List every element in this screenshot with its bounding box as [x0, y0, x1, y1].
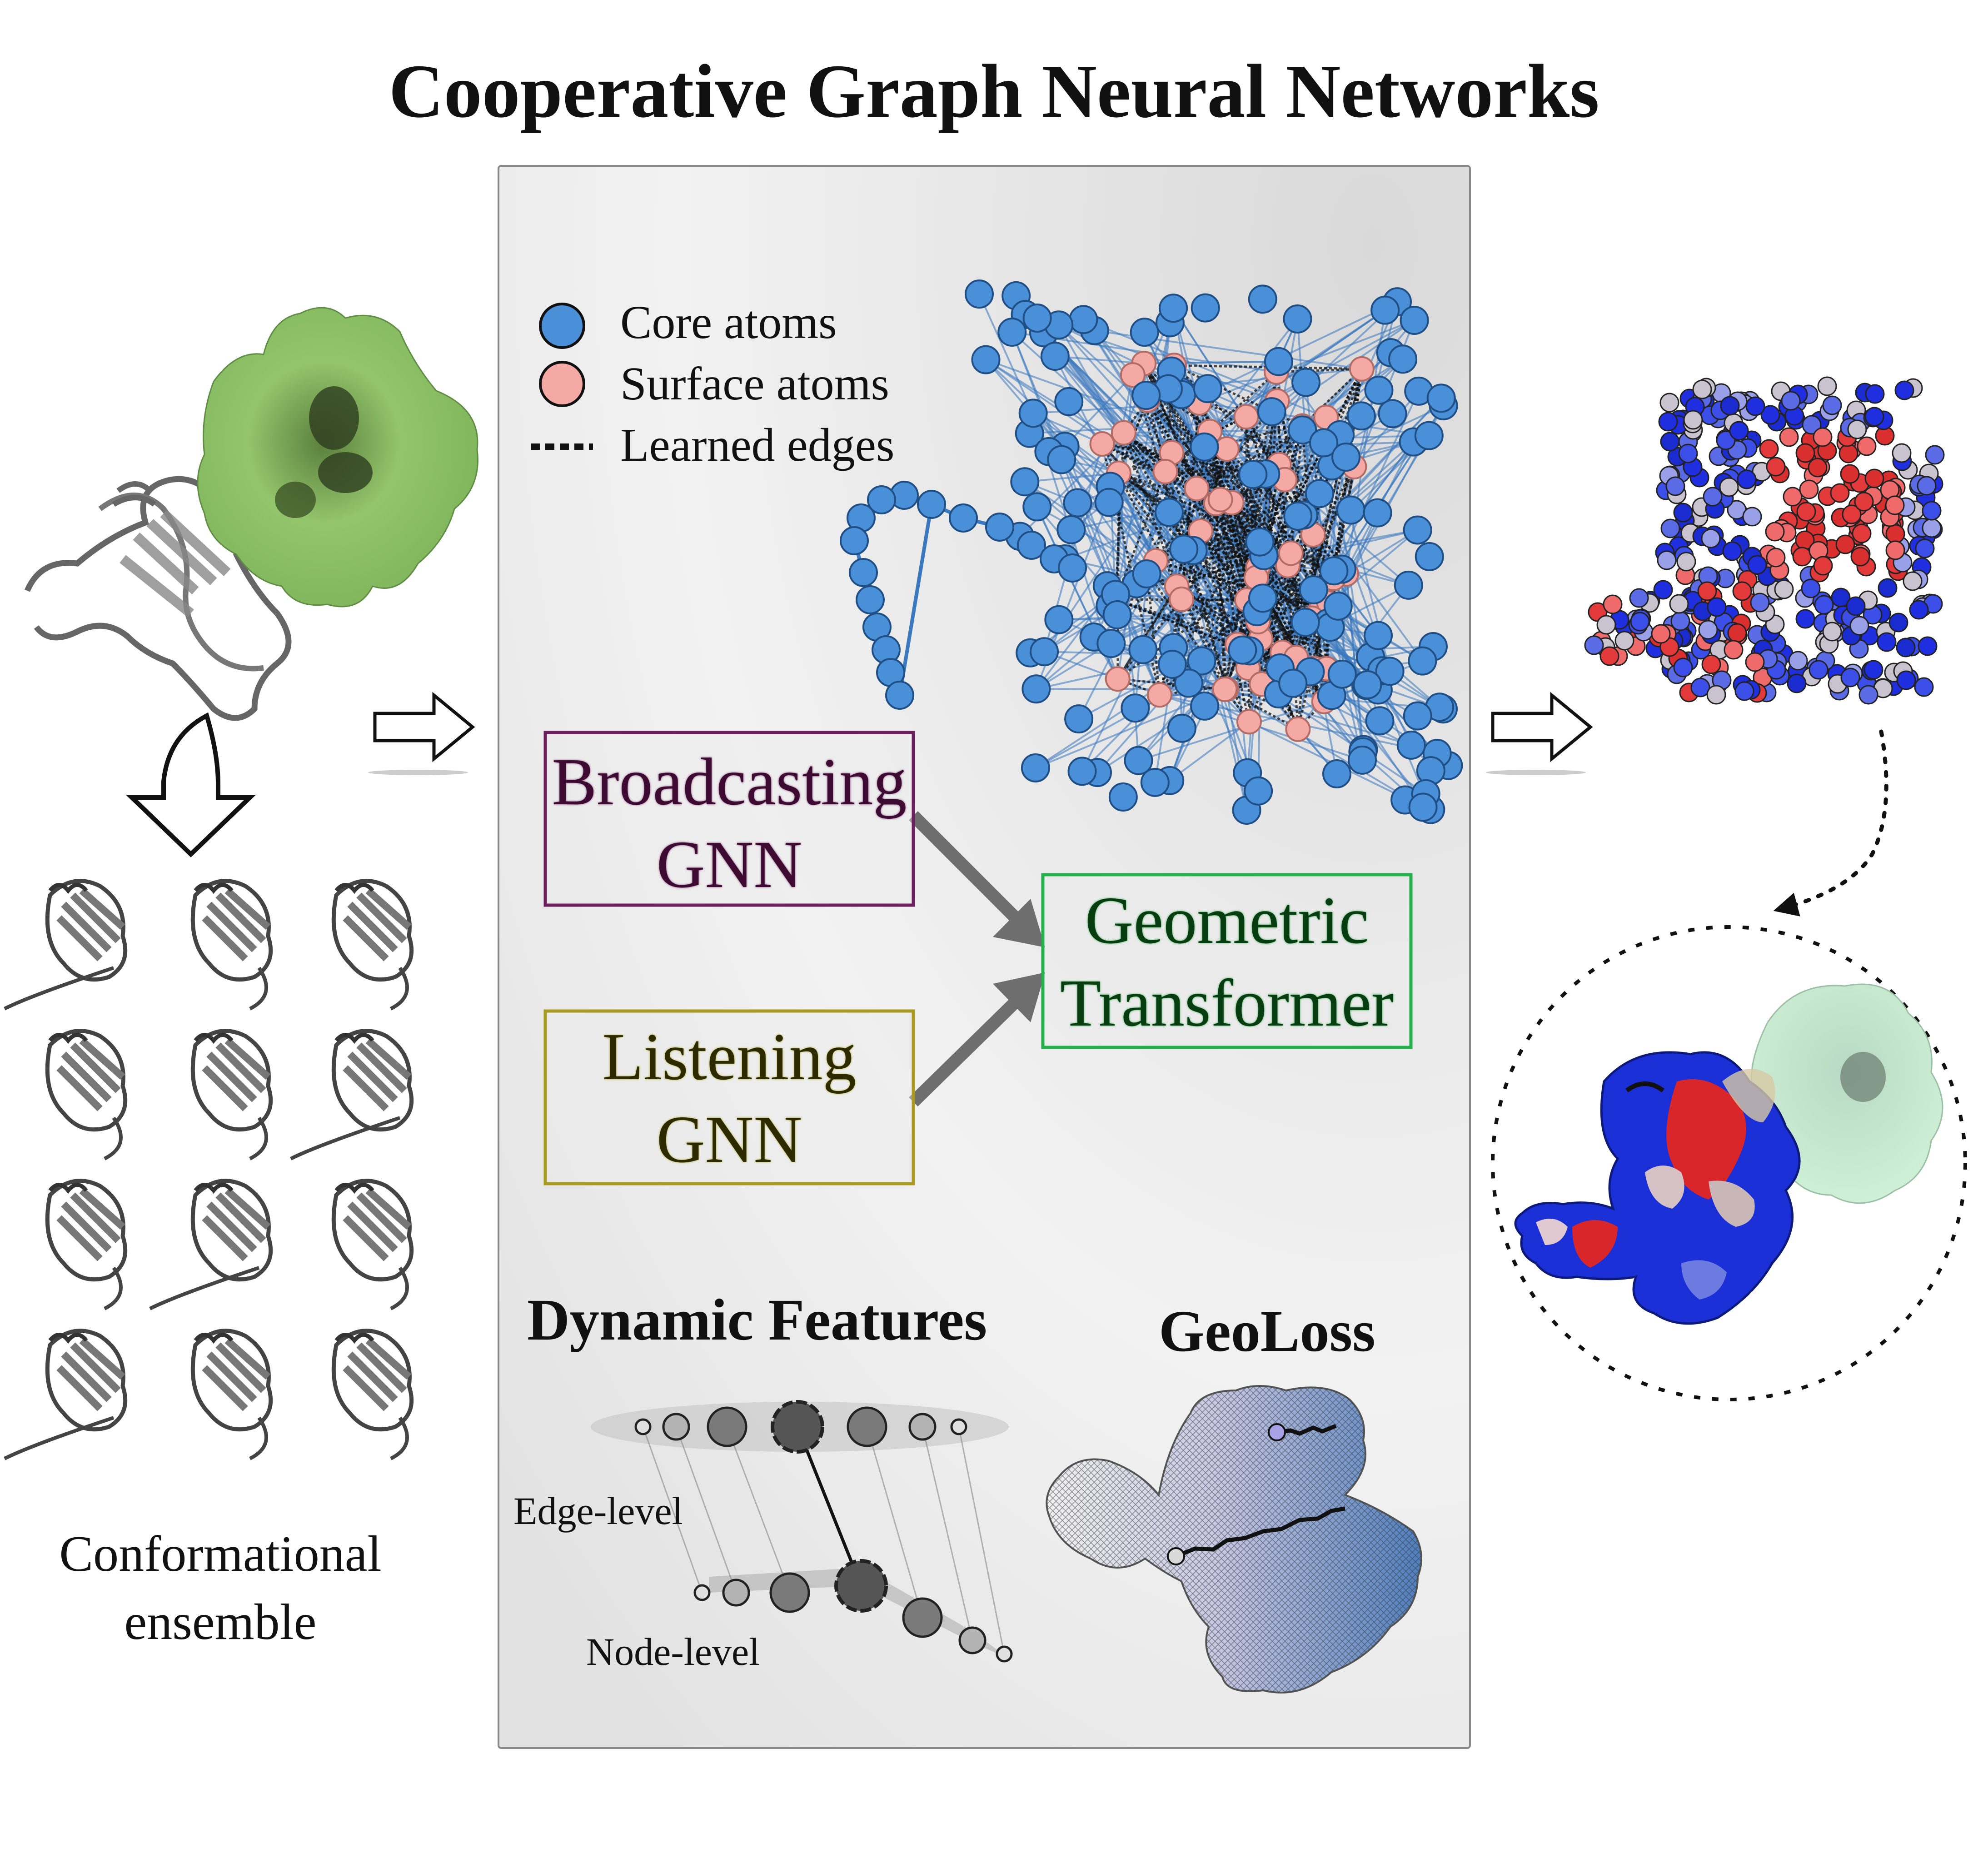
listening-gnn-line2: GNN [656, 1102, 802, 1177]
surface-atom-legend-marker [539, 361, 585, 407]
listening-gnn-label: Listening GNN [545, 1016, 913, 1181]
geometric-transformer-line2: Transformer [1060, 966, 1394, 1041]
output-arrow [1486, 692, 1593, 775]
conformation-thumbnail [45, 1179, 128, 1310]
broadcasting-gnn-label: Broadcasting GNN [545, 741, 913, 906]
broadcasting-gnn-line1: Broadcasting [552, 745, 907, 819]
conformation-thumbnail [190, 1029, 273, 1161]
zoom-dotted-arrow [1773, 729, 1888, 917]
binding-interface-surface [1514, 983, 1943, 1325]
merge-arrows [909, 811, 1045, 1107]
zoom-inset-circle [1491, 925, 1967, 1401]
geometric-transformer-line1: Geometric [1085, 883, 1369, 958]
geoloss-surface [1046, 1385, 1422, 1694]
conformational-ensemble-grid [4, 879, 414, 1460]
page-title: Cooperative Graph Neural Networks [389, 49, 1599, 134]
broadcasting-gnn-line2: GNN [656, 827, 802, 902]
broadcasting-gnn-box [543, 731, 915, 907]
dynamic-features-graphic [591, 1400, 1013, 1663]
ensemble-line2: ensemble [124, 1594, 317, 1650]
conformation-thumbnail [190, 879, 273, 1011]
conformation-thumbnail [149, 1179, 273, 1310]
predicted-atom-cloud [1584, 376, 1945, 705]
geometric-transformer-label: Geometric Transformer [1043, 879, 1411, 1045]
geometric-transformer-box [1041, 873, 1413, 1049]
conformation-thumbnail [190, 1329, 273, 1460]
node-level-label: Node-level [586, 1630, 760, 1674]
ensemble-line1: Conformational [59, 1526, 382, 1582]
molecular-graph [840, 279, 1463, 825]
conformation-thumbnail [45, 1029, 128, 1161]
curved-down-arrow [126, 712, 256, 857]
surface-atoms-legend-label: Surface atoms [620, 358, 890, 410]
conformational-ensemble-label: Conformational ensemble [27, 1520, 414, 1656]
graph-nodes [840, 279, 1463, 825]
conformation-thumbnail [4, 879, 128, 1011]
dynamic-features-title: Dynamic Features [527, 1287, 987, 1353]
geoloss-title: GeoLoss [1159, 1299, 1375, 1364]
listening-gnn-box [543, 1009, 915, 1186]
core-atom-legend-marker [539, 303, 585, 349]
edge-level-label: Edge-level [513, 1489, 683, 1533]
input-arrow [368, 692, 475, 775]
conformation-thumbnail [290, 1029, 414, 1161]
conformation-thumbnail [331, 1179, 414, 1310]
bound-protein-complex [25, 307, 478, 721]
listening-gnn-line1: Listening [602, 1020, 857, 1094]
conformation-thumbnail [4, 1329, 128, 1460]
conformation-thumbnail [331, 1329, 414, 1460]
conformation-thumbnail [331, 879, 414, 1011]
learned-edges-legend-label: Learned edges [620, 419, 895, 471]
core-atoms-legend-label: Core atoms [620, 296, 837, 349]
